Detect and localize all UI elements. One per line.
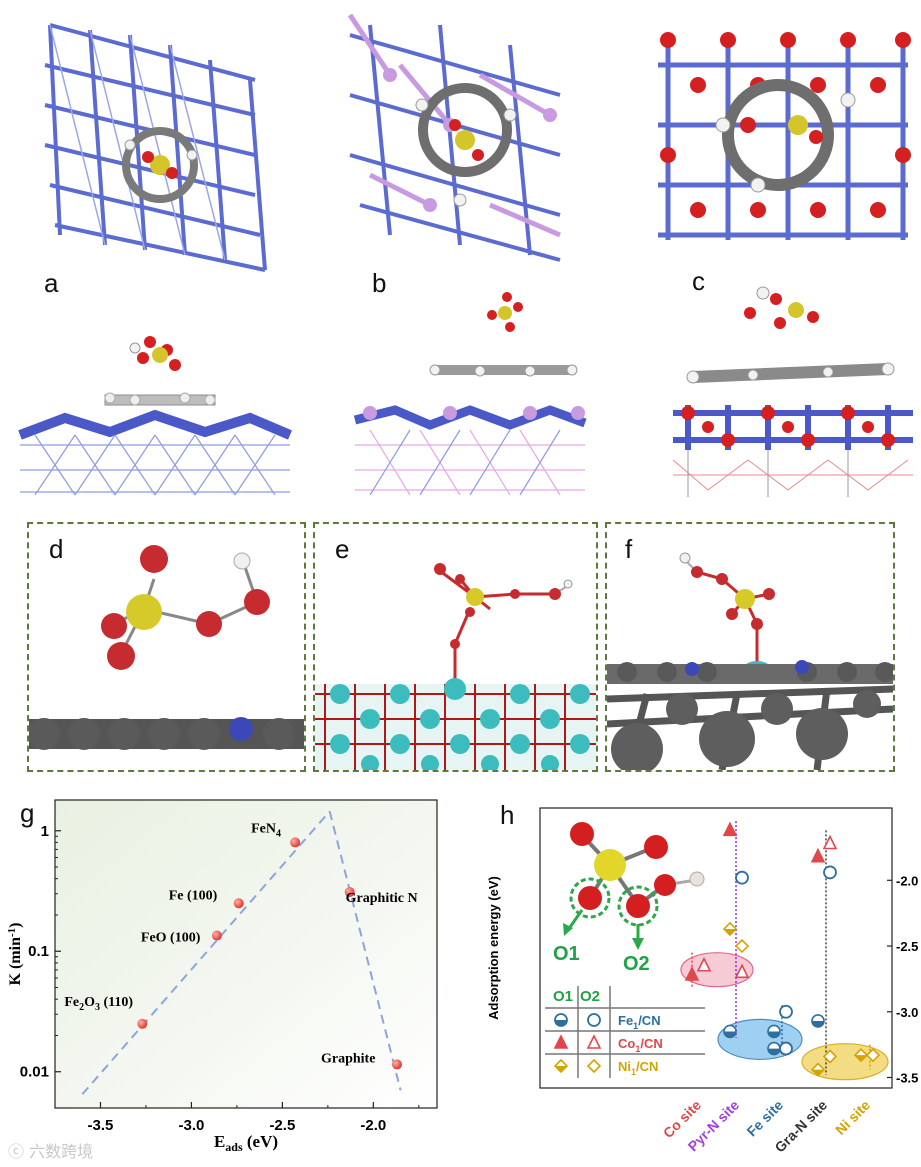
- chart-h-category-label: Fe site: [743, 1097, 786, 1140]
- chart-h-point-o1-6: [812, 850, 824, 862]
- chart-g-point-2: [234, 898, 244, 908]
- watermark-text: 六数跨境: [29, 1142, 93, 1161]
- chart-g-xlabel: Eads (eV): [214, 1132, 278, 1154]
- legend-label-ni1cn: Ni1/CN: [618, 1059, 658, 1077]
- chart-h-ytick-label: -2.0: [896, 873, 918, 888]
- panel-e-structure: [315, 524, 596, 770]
- watermark-logo-icon: ⓒ: [8, 1142, 24, 1161]
- chart-h-point-o1-3: [812, 1015, 824, 1027]
- chart-h-point-o2-1: [780, 1043, 792, 1055]
- panel-b-side-structure: [350, 285, 590, 500]
- chart-h-ytick-label: -2.5: [896, 939, 918, 954]
- panel-a-side-structure: [15, 320, 295, 500]
- panel-c-side-structure: [668, 285, 918, 500]
- chart-h-category-label: Ni site: [832, 1097, 873, 1138]
- chart-g-point-5: [392, 1059, 402, 1069]
- panel-a-top-structure: [20, 5, 280, 275]
- chart-g-xtick-label: -3.0: [178, 1117, 204, 1134]
- chart-g-xtick-label: -3.5: [88, 1117, 114, 1134]
- legend-header-o1: O1: [553, 988, 573, 1005]
- chart-g-point-label-feo: FeO (100): [141, 931, 201, 946]
- legend-marker-fe-o1: [555, 1014, 567, 1026]
- chart-g-point-label-graphite: Graphite: [321, 1051, 375, 1066]
- panel-d-box: d: [27, 522, 306, 772]
- chart-h-ylabel: Adsorption energy (eV): [486, 876, 501, 1020]
- chart-h-point-o2-2: [736, 872, 748, 884]
- panel-f-box: f: [605, 522, 895, 772]
- legend-marker-fe-o2: [588, 1014, 600, 1026]
- panel-c-top-structure: [648, 25, 918, 245]
- chart-g-point-label-fe: Fe (100): [169, 888, 218, 903]
- chart-g-ytick-label: 0.01: [20, 1064, 49, 1081]
- panel-d-structure: [29, 524, 304, 770]
- chart-g-point-3: [290, 837, 300, 847]
- chart-h-ytick-label: -3.5: [896, 1070, 918, 1085]
- chart-h-point-o1-0: [768, 1025, 780, 1037]
- chart-g-point-0: [137, 1019, 147, 1029]
- chart-h-point-o1-7: [724, 923, 736, 935]
- chart-h-molecule-label-o1: O1: [553, 943, 580, 965]
- legend-marker-co-o2: [588, 1036, 600, 1048]
- chart-h-molecule-label-o2: O2: [623, 953, 650, 975]
- chart-h-point-o2-7: [736, 940, 748, 952]
- chart-h: -2.0-2.5-3.0-3.5 Adsorption energy (eV) …: [460, 790, 920, 1162]
- chart-g-point-1: [212, 931, 222, 941]
- panel-b-top-view: [330, 5, 590, 275]
- watermark: ⓒ 六数跨境: [8, 1138, 93, 1162]
- panel-label-a: a: [44, 268, 58, 299]
- panel-b-side-view: [350, 285, 590, 500]
- chart-g-ylabel: K (min-1): [6, 923, 24, 986]
- chart-h-legend: O1 O2 Fe1/CN Co1/CN Ni1/CN: [545, 986, 705, 1078]
- chart-h-point-o1-1: [768, 1043, 780, 1055]
- chart-g-ytick-label: 1: [41, 823, 49, 840]
- panel-b-top-structure: [330, 5, 590, 275]
- panel-c-top-view: [648, 25, 918, 245]
- legend-marker-ni-o2: [588, 1060, 600, 1072]
- legend-marker-ni-o1: [555, 1060, 567, 1072]
- chart-h-highlight-ni: [802, 1044, 888, 1080]
- panel-a-side-view: [15, 320, 295, 500]
- legend-header-o2: O2: [580, 988, 600, 1005]
- panel-a-top-view: [20, 5, 280, 275]
- panel-c-side-view: [668, 285, 918, 500]
- chart-h-point-o1-2: [724, 1025, 736, 1037]
- chart-g: -3.5-3.0-2.5-2.010.10.01 Eads (eV) K (mi…: [0, 790, 460, 1160]
- chart-h-ytick-label: -3.0: [896, 1005, 918, 1020]
- chart-h-point-o1-5: [724, 823, 736, 835]
- chart-h-molecule: [563, 822, 704, 950]
- panel-f-structure: [607, 524, 893, 770]
- chart-g-xtick-label: -2.0: [360, 1117, 386, 1134]
- chart-h-point-o2-3: [824, 866, 836, 878]
- chart-h-point-o2-0: [780, 1006, 792, 1018]
- chart-g-ytick-label: 0.1: [28, 943, 49, 960]
- panel-e-box: e: [313, 522, 598, 772]
- legend-marker-co-o1: [555, 1036, 567, 1048]
- legend-label-co1cn: Co1/CN: [618, 1036, 663, 1054]
- chart-g-point-label-graphitic-n: Graphitic N: [346, 891, 418, 906]
- legend-label-fe1cn: Fe1/CN: [618, 1013, 661, 1031]
